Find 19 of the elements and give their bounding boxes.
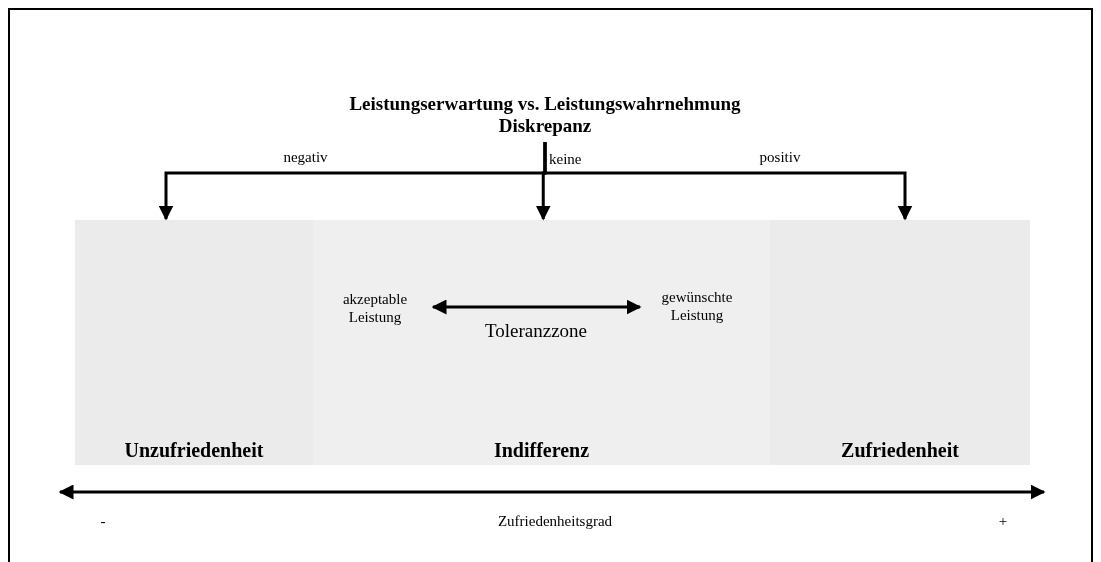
edge-label: Toleranzzone: [484, 319, 588, 343]
zone-label: Indifferenz: [492, 438, 591, 463]
zone-band: [75, 220, 313, 465]
zone-label: Zufriedenheit: [840, 438, 960, 463]
arrow: [543, 142, 913, 221]
heading-text: Diskrepanz: [498, 115, 592, 137]
zone-label: Unzufriedenheit: [123, 438, 265, 463]
zone-band: [770, 220, 1030, 465]
heading-text: Leistungserwartung vs. Leistungswahrnehmung: [349, 93, 741, 115]
edge-label: keine: [549, 150, 582, 169]
arrow: [431, 299, 642, 315]
axis-label: +: [998, 512, 1008, 531]
axis-label: Zufriedenheitsgrad: [497, 512, 613, 531]
zone-band: [313, 220, 770, 465]
axis-label: -: [100, 512, 106, 531]
node-text: akzeptable Leistung: [341, 290, 409, 326]
edge-label: positiv: [759, 148, 801, 167]
edge-label: negativ: [283, 148, 328, 167]
node-text: gewünschte Leistung: [660, 288, 734, 324]
